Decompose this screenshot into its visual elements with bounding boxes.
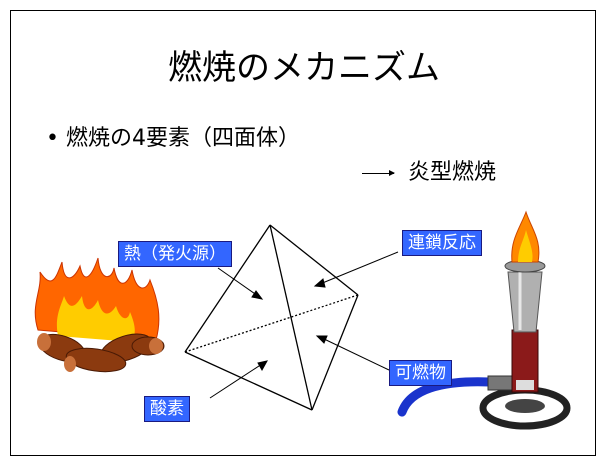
pointer-arrow-fuel (321, 337, 390, 371)
slide-title: 燃焼のメカニズム (168, 48, 440, 88)
pointer-arrow-oxygen (209, 363, 263, 399)
slide-frame (10, 10, 596, 456)
arrowhead (315, 335, 328, 344)
pointer-arrow-heat (217, 267, 259, 297)
log-ends (37, 333, 163, 372)
burner-flame-inner (518, 230, 533, 262)
pointer-arrows (209, 251, 399, 399)
flame-combustion-note: 炎型燃焼 (362, 158, 496, 188)
label-fuel: 可燃物 (389, 360, 452, 386)
campfire-icon (34, 257, 165, 373)
burner-base-center (505, 399, 545, 413)
label-oxygen: 酸素 (144, 396, 190, 422)
tetrahedron-diagram (184, 224, 359, 411)
bunsen-burner-icon (397, 210, 571, 430)
right-arrow-icon (362, 169, 395, 176)
tetra-edge (311, 294, 359, 411)
bullet-text: 燃焼の4要素（四面体） (66, 126, 300, 151)
tetra-edge (269, 224, 313, 411)
label-chain-reaction: 連鎖反応 (402, 230, 482, 256)
tetra-hidden-edge (184, 294, 359, 353)
label-heat: 熱（発火源） (118, 241, 232, 267)
tetra-edge (269, 224, 359, 296)
bullet-item: • 燃焼の4要素（四面体） (46, 124, 300, 154)
arrowhead (251, 290, 264, 300)
burner-tube (507, 271, 543, 333)
flame-inner (56, 296, 135, 342)
arrowhead (257, 360, 268, 372)
tetra-edge (184, 351, 313, 411)
bullet-marker: • (46, 126, 59, 151)
tetra-edge (184, 224, 271, 353)
flame-combustion-text: 炎型燃焼 (408, 160, 497, 185)
pointer-arrow-chain (319, 251, 399, 285)
gas-hose (397, 377, 495, 417)
collar-highlight (516, 380, 534, 390)
arrowhead (313, 278, 326, 288)
